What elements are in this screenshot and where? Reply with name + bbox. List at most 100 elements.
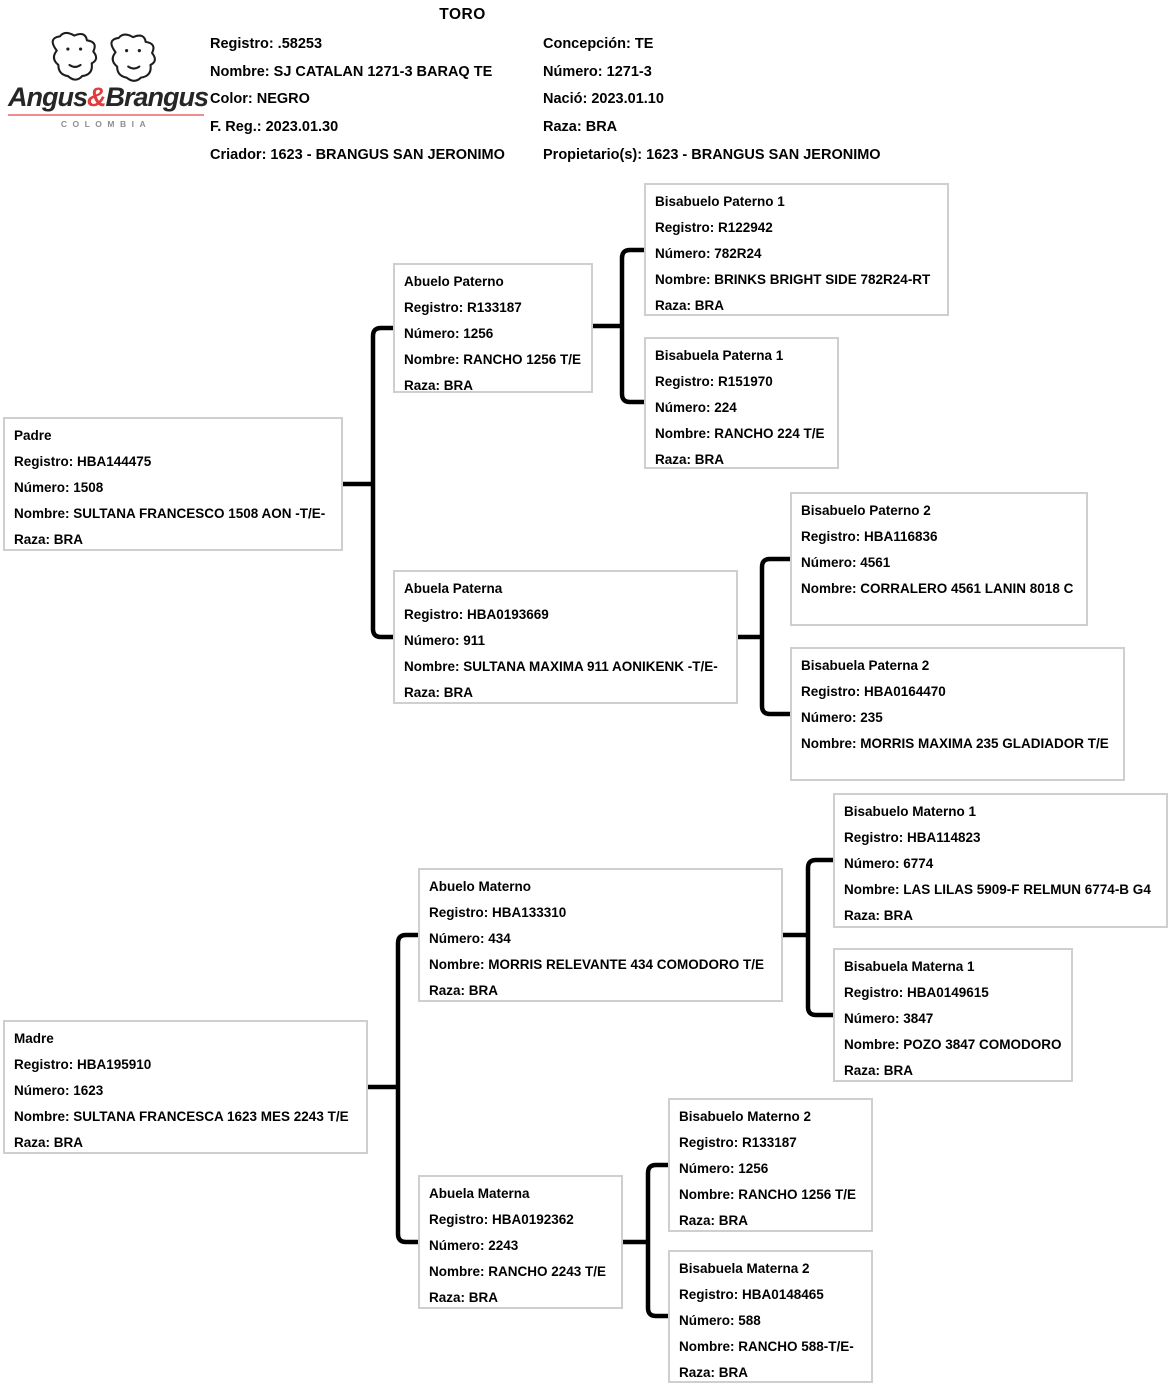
field-label: Registro:	[679, 1135, 743, 1150]
field-value: 1256	[463, 326, 494, 341]
field-value: NEGRO	[256, 91, 310, 108]
field-value: TE	[634, 36, 654, 52]
field-label: Número:	[543, 63, 607, 80]
field-value: HBA0164470	[864, 684, 946, 699]
info-row: Nombre: POZO 3847 COMODORO	[844, 1032, 1062, 1058]
field-value: HBA0149615	[907, 985, 989, 1000]
field-label: Registro:	[679, 1287, 743, 1302]
field-label: Registro:	[801, 684, 865, 699]
info-row: Número: 235	[801, 705, 1114, 731]
field-label: Número:	[14, 1083, 74, 1098]
field-value: HBA116836	[864, 529, 938, 544]
info-row: Raza: BRA	[679, 1208, 862, 1230]
field-label: Nombre:	[844, 1037, 904, 1052]
field-label: Número:	[429, 931, 489, 946]
node-title: Bisabuela Paterna 1	[655, 348, 784, 363]
field-value: 6774	[903, 856, 934, 871]
logo-underline	[8, 114, 204, 116]
info-row: Número: 3847	[844, 1006, 1062, 1032]
field-value: 782R24	[714, 246, 762, 261]
node-title: Bisabuelo Paterno 2	[801, 503, 931, 518]
field-label: Nombre:	[679, 1187, 739, 1202]
field-label: Color:	[210, 91, 257, 108]
field-value: SULTANA MAXIMA 911 AONIKENK -T/E-	[463, 659, 718, 674]
field-label: Nombre:	[844, 882, 904, 897]
connector-padre	[341, 325, 393, 640]
field-label: Número:	[404, 326, 464, 341]
field-label: Número:	[844, 1011, 904, 1026]
field-label: Registro:	[655, 374, 719, 389]
info-row: Número: 1508	[14, 475, 332, 501]
info-row: Nombre: RANCHO 1256 T/E	[404, 347, 582, 373]
field-label: Nombre:	[14, 1109, 74, 1124]
field-label: Raza:	[404, 378, 444, 393]
info-row: Número: 1256	[404, 321, 582, 347]
field-label: Registro:	[14, 454, 78, 469]
field-value: 224	[714, 400, 737, 415]
info-row: Número: 911	[404, 628, 727, 654]
node-title: Bisabuela Materna 2	[679, 1261, 810, 1276]
info-row: Nombre: LAS LILAS 5909-F RELMUN 6774-B G…	[844, 877, 1157, 903]
info-row: Registro: HBA114823	[844, 825, 1157, 851]
field-value: SULTANA FRANCESCA 1623 MES 2243 T/E	[73, 1109, 349, 1124]
field-value: 1271-3	[606, 63, 652, 80]
field-label: Raza:	[655, 298, 695, 313]
info-row: Número: 1271-3	[543, 59, 881, 87]
field-value: MORRIS RELEVANTE 434 COMODORO T/E	[488, 957, 765, 972]
connector-abuelo-materno	[781, 857, 833, 1018]
field-value: 1623 - BRANGUS SAN JERONIMO	[270, 146, 505, 163]
info-row: Registro: HBA195910	[14, 1052, 357, 1078]
field-value: 1623 - BRANGUS SAN JERONIMO	[646, 146, 881, 163]
page-title: TORO	[439, 6, 486, 23]
field-value: R133187	[467, 300, 522, 315]
field-value: RANCHO 2243 T/E	[488, 1264, 607, 1279]
field-value: 911	[463, 633, 486, 648]
field-label: Número:	[655, 246, 715, 261]
node-title: Bisabuela Paterna 2	[801, 658, 930, 673]
field-value: BRA	[883, 908, 914, 923]
field-value: BRA	[883, 1063, 914, 1078]
field-label: Nombre:	[210, 63, 274, 80]
field-value: 1508	[73, 480, 104, 495]
field-value: 588	[738, 1313, 761, 1328]
field-label: Número:	[801, 555, 861, 570]
field-value: 434	[488, 931, 511, 946]
field-value: R122942	[718, 220, 773, 235]
field-value: HBA133310	[492, 905, 567, 920]
info-row: Número: 224	[655, 395, 828, 421]
field-label: Nombre:	[655, 272, 715, 287]
info-row: Nombre: SJ CATALAN 1271-3 BARAQ TE	[210, 59, 505, 87]
logo-word-brangus: Brangus	[105, 82, 210, 112]
node-title: Bisabuelo Materno 1	[844, 804, 977, 819]
info-row: Registro: HBA144475	[14, 449, 332, 475]
field-label: Número:	[844, 856, 904, 871]
info-row: Nombre: SULTANA MAXIMA 911 AONIKENK -T/E…	[404, 654, 727, 680]
field-label: Nombre:	[801, 581, 861, 596]
info-row: Raza: BRA	[429, 978, 772, 1000]
field-label: Número:	[404, 633, 464, 648]
field-value: RANCHO 588-T/E-	[738, 1339, 854, 1354]
node-title: Abuelo Paterno	[404, 274, 504, 289]
field-value: HBA0148465	[742, 1287, 824, 1302]
field-label: Registro:	[210, 36, 278, 52]
info-row: Registro: HBA0148465	[679, 1282, 862, 1308]
node-title: Abuela Materna	[429, 1186, 530, 1201]
info-row: Número: 6774	[844, 851, 1157, 877]
info-row: Raza: BRA	[14, 1130, 357, 1152]
field-value: HBA0192362	[492, 1212, 574, 1227]
info-row: Registro: R151970	[655, 369, 828, 395]
connector-abuela-materna	[621, 1162, 668, 1319]
field-value: 4561	[860, 555, 891, 570]
info-row: Raza: BRA	[655, 447, 828, 467]
info-row: F. Reg.: 2023.01.30	[210, 114, 505, 142]
field-value: 2023.01.10	[591, 91, 664, 108]
field-value: BRINKS BRIGHT SIDE 782R24-RT	[714, 272, 931, 287]
info-row: Nombre: RANCHO 1256 T/E	[679, 1182, 862, 1208]
logo-subtitle: COLOMBIA	[60, 119, 152, 129]
field-value: SJ CATALAN 1271-3 BARAQ TE	[273, 63, 493, 80]
